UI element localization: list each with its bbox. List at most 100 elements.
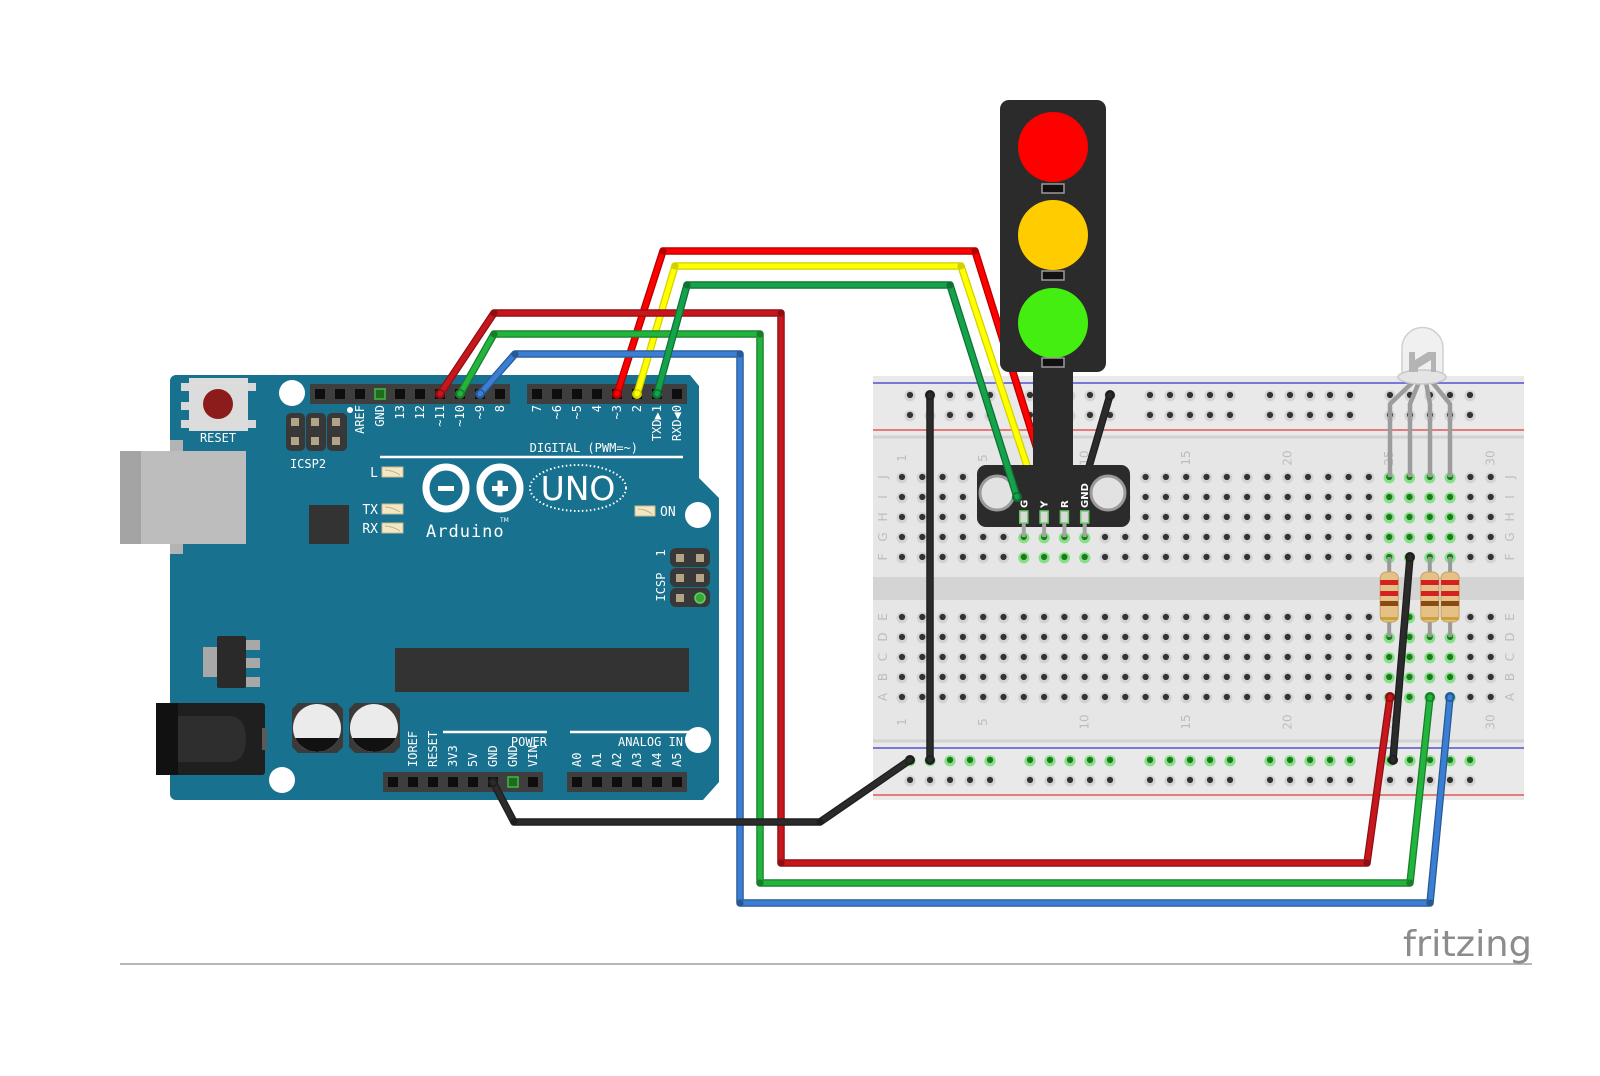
breadboard-hole[interactable] <box>980 693 987 701</box>
breadboard-hole[interactable] <box>898 653 906 661</box>
wire-bendpoint[interactable] <box>777 859 785 867</box>
wire-core[interactable] <box>477 351 1453 906</box>
breadboard-hole[interactable] <box>1284 613 1291 621</box>
reset-button[interactable] <box>181 378 256 431</box>
breadboard-hole[interactable] <box>1162 613 1169 621</box>
breadboard-hole[interactable] <box>1447 513 1454 521</box>
breadboard-hole[interactable] <box>1467 553 1474 561</box>
breadboard-hole[interactable] <box>1345 493 1352 501</box>
breadboard-hole[interactable] <box>966 391 974 399</box>
icsp-pin[interactable] <box>676 594 684 602</box>
breadboard-hole[interactable] <box>939 533 946 541</box>
breadboard-hole[interactable] <box>1304 693 1312 701</box>
breadboard-hole[interactable] <box>1066 776 1074 784</box>
breadboard-hole[interactable] <box>1487 493 1494 501</box>
breadboard-hole[interactable] <box>980 633 987 641</box>
breadboard-hole[interactable] <box>1406 756 1414 764</box>
wire-bendpoint[interactable] <box>1406 879 1414 887</box>
breadboard-hole[interactable] <box>1365 613 1372 621</box>
module-pin-pad[interactable] <box>1039 510 1049 524</box>
breadboard-hole[interactable] <box>1020 653 1027 661</box>
wire-end[interactable] <box>487 776 498 787</box>
wire-end[interactable] <box>1425 691 1436 702</box>
breadboard-hole[interactable] <box>1000 693 1007 701</box>
breadboard-hole[interactable] <box>959 473 967 481</box>
breadboard-hole[interactable] <box>1162 633 1169 641</box>
breadboard-hole[interactable] <box>946 391 954 399</box>
breadboard-hole[interactable] <box>980 613 987 621</box>
breadboard-hole[interactable] <box>1081 553 1088 561</box>
breadboard-hole[interactable] <box>1223 493 1230 501</box>
breadboard-hole[interactable] <box>1284 493 1291 501</box>
breadboard-hole[interactable] <box>1284 533 1291 541</box>
module-pin-pad[interactable] <box>1019 510 1029 524</box>
breadboard-hole[interactable] <box>1325 613 1332 621</box>
breadboard-hole[interactable] <box>1183 533 1190 541</box>
breadboard-hole[interactable] <box>1000 553 1007 561</box>
wire-bendpoint[interactable] <box>490 309 498 317</box>
wire-core[interactable] <box>634 263 1034 481</box>
breadboard-hole[interactable] <box>1264 553 1271 561</box>
wire-end[interactable] <box>924 389 935 400</box>
header-pin[interactable] <box>388 777 398 787</box>
breadboard-hole[interactable] <box>1061 613 1068 621</box>
breadboard-hole[interactable] <box>1203 693 1210 701</box>
breadboard-hole[interactable] <box>1223 473 1230 481</box>
breadboard-hole[interactable] <box>919 473 926 481</box>
wire-bendpoint[interactable] <box>816 818 824 826</box>
breadboard-hole[interactable] <box>1365 673 1372 681</box>
breadboard-hole[interactable] <box>1101 633 1109 641</box>
breadboard-hole[interactable] <box>1264 693 1271 701</box>
breadboard-hole[interactable] <box>1183 553 1190 561</box>
breadboard-hole[interactable] <box>966 411 974 419</box>
breadboard-hole[interactable] <box>1325 673 1332 681</box>
wire-end[interactable] <box>454 388 465 399</box>
breadboard-hole[interactable] <box>1286 776 1294 784</box>
breadboard-hole[interactable] <box>939 493 946 501</box>
breadboard-hole[interactable] <box>1447 533 1454 541</box>
breadboard-hole[interactable] <box>1487 673 1494 681</box>
breadboard-hole[interactable] <box>1467 653 1474 661</box>
wire-end[interactable] <box>474 388 485 399</box>
breadboard-hole[interactable] <box>1162 493 1169 501</box>
header-pin[interactable] <box>408 777 418 787</box>
breadboard-hole[interactable] <box>919 533 926 541</box>
breadboard-hole[interactable] <box>1386 673 1393 681</box>
wire-end[interactable] <box>1385 691 1396 702</box>
breadboard-hole[interactable] <box>1286 411 1294 419</box>
wire-bendpoint[interactable] <box>659 247 667 255</box>
breadboard-hole[interactable] <box>1264 633 1271 641</box>
breadboard-hole[interactable] <box>1226 776 1234 784</box>
breadboard-hole[interactable] <box>1346 776 1354 784</box>
breadboard-hole[interactable] <box>1206 411 1214 419</box>
breadboard-hole[interactable] <box>1203 673 1210 681</box>
breadboard-hole[interactable] <box>1183 633 1190 641</box>
breadboard-hole[interactable] <box>1487 533 1494 541</box>
breadboard-hole[interactable] <box>1266 391 1274 399</box>
header-pin[interactable] <box>672 777 682 787</box>
breadboard-hole[interactable] <box>1386 513 1393 521</box>
breadboard-hole[interactable] <box>1142 633 1149 641</box>
breadboard-hole[interactable] <box>1346 391 1354 399</box>
wire-green-d10[interactable] <box>454 330 1436 887</box>
breadboard-hole[interactable] <box>1264 513 1271 521</box>
breadboard-hole[interactable] <box>1183 693 1190 701</box>
breadboard-hole[interactable] <box>1203 613 1210 621</box>
breadboard-hole[interactable] <box>959 613 967 621</box>
header-pin[interactable] <box>468 777 478 787</box>
breadboard-hole[interactable] <box>1446 776 1454 784</box>
breadboard-hole[interactable] <box>1304 613 1312 621</box>
wire-end[interactable] <box>904 754 915 765</box>
breadboard-hole[interactable] <box>1206 776 1214 784</box>
breadboard-hole[interactable] <box>1426 493 1433 501</box>
wire-green-d1[interactable] <box>651 281 1022 502</box>
breadboard-hole[interactable] <box>1122 613 1129 621</box>
wire-bendpoint[interactable] <box>510 818 518 826</box>
breadboard-hole[interactable] <box>919 633 926 641</box>
breadboard-hole[interactable] <box>1122 693 1129 701</box>
wire-bendpoint[interactable] <box>671 262 679 270</box>
breadboard-hole[interactable] <box>939 633 946 641</box>
breadboard-hole[interactable] <box>980 553 987 561</box>
breadboard-hole[interactable] <box>1226 756 1234 764</box>
breadboard-hole[interactable] <box>1487 653 1494 661</box>
